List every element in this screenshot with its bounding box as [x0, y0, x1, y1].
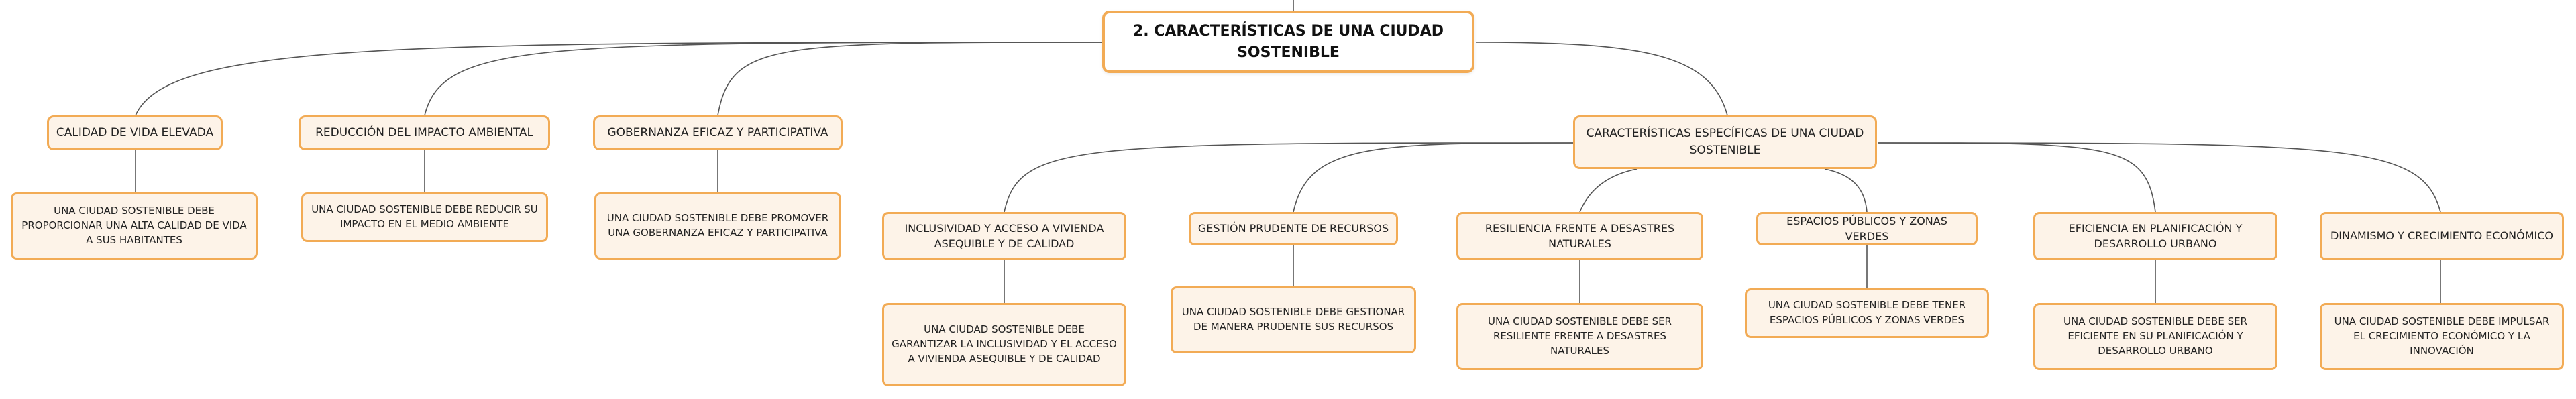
- detail-dinamismo[interactable]: UNA CIUDAD SOSTENIBLE DEBE IMPULSAR EL C…: [2320, 303, 2564, 370]
- detail-gestion-recursos[interactable]: UNA CIUDAD SOSTENIBLE DEBE GESTIONAR DE …: [1171, 286, 1416, 353]
- sub-resiliencia[interactable]: RESILIENCIA FRENTE A DESASTRES NATURALES: [1456, 212, 1703, 260]
- sub-gestion-recursos[interactable]: GESTIÓN PRUDENTE DE RECURSOS: [1189, 212, 1398, 245]
- branch-reduccion-impacto[interactable]: REDUCCIÓN DEL IMPACTO AMBIENTAL: [299, 115, 550, 150]
- root-title: 2. CARACTERÍSTICAS DE UNA CIUDAD SOSTENI…: [1132, 22, 1444, 61]
- detail-reduccion-impacto[interactable]: UNA CIUDAD SOSTENIBLE DEBE REDUCIR SU IM…: [301, 192, 548, 242]
- detail-text: UNA CIUDAD SOSTENIBLE DEBE IMPULSAR EL C…: [2334, 315, 2550, 357]
- sub-label: INCLUSIVIDAD Y ACCESO A VIVIENDA ASEQUIB…: [904, 221, 1104, 250]
- sub-espacios-publicos[interactable]: ESPACIOS PÚBLICOS Y ZONAS VERDES: [1756, 212, 1978, 245]
- detail-text: UNA CIUDAD SOSTENIBLE DEBE REDUCIR SU IM…: [311, 203, 538, 230]
- connector-sub-2: [1293, 142, 1580, 213]
- connector-root-branch-2: [424, 42, 1104, 116]
- sub-label: GESTIÓN PRUDENTE DE RECURSOS: [1197, 222, 1389, 235]
- root-node[interactable]: 2. CARACTERÍSTICAS DE UNA CIUDAD SOSTENI…: [1102, 11, 1474, 73]
- detail-calidad-de-vida[interactable]: UNA CIUDAD SOSTENIBLE DEBE PROPORCIONAR …: [11, 192, 258, 260]
- sub-dinamismo[interactable]: DINAMISMO Y CRECIMIENTO ECONÓMICO: [2320, 212, 2564, 260]
- detail-text: UNA CIUDAD SOSTENIBLE DEBE PROMOVER UNA …: [606, 212, 829, 239]
- detail-text: UNA CIUDAD SOSTENIBLE DEBE SER RESILIENT…: [1488, 315, 1672, 357]
- detail-gobernanza[interactable]: UNA CIUDAD SOSTENIBLE DEBE PROMOVER UNA …: [594, 192, 841, 260]
- connector-root-branch-3: [717, 42, 1104, 116]
- branch-label: CALIDAD DE VIDA ELEVADA: [56, 125, 214, 139]
- sub-label: DINAMISMO Y CRECIMIENTO ECONÓMICO: [2330, 229, 2554, 243]
- detail-text: UNA CIUDAD SOSTENIBLE DEBE GARANTIZAR LA…: [892, 323, 1117, 365]
- branch-caracteristicas-especificas[interactable]: CARACTERÍSTICAS ESPECÍFICAS DE UNA CIUDA…: [1573, 115, 1877, 169]
- sub-label: ESPACIOS PÚBLICOS Y ZONAS VERDES: [1786, 214, 1947, 243]
- branch-gobernanza[interactable]: GOBERNANZA EFICAZ Y PARTICIPATIVA: [593, 115, 843, 150]
- sub-label: EFICIENCIA EN PLANIFICACIÓN Y DESARROLLO…: [2068, 221, 2243, 250]
- branch-label: REDUCCIÓN DEL IMPACTO AMBIENTAL: [315, 125, 533, 139]
- branch-label: GOBERNANZA EFICAZ Y PARTICIPATIVA: [607, 125, 828, 139]
- connector-sub-6: [1878, 142, 2441, 213]
- detail-inclusividad[interactable]: UNA CIUDAD SOSTENIBLE DEBE GARANTIZAR LA…: [882, 303, 1126, 386]
- connector-sub-3: [1579, 168, 1638, 213]
- detail-eficiencia[interactable]: UNA CIUDAD SOSTENIBLE DEBE SER EFICIENTE…: [2033, 303, 2277, 370]
- connector-sub-5: [1878, 142, 2156, 213]
- sub-inclusividad[interactable]: INCLUSIVIDAD Y ACCESO A VIVIENDA ASEQUIB…: [882, 212, 1126, 260]
- detail-text: UNA CIUDAD SOSTENIBLE DEBE GESTIONAR DE …: [1181, 306, 1405, 333]
- sub-label: RESILIENCIA FRENTE A DESASTRES NATURALES: [1485, 221, 1675, 250]
- sub-eficiencia[interactable]: EFICIENCIA EN PLANIFICACIÓN Y DESARROLLO…: [2033, 212, 2277, 260]
- detail-text: UNA CIUDAD SOSTENIBLE DEBE SER EFICIENTE…: [2063, 315, 2247, 357]
- detail-text: UNA CIUDAD SOSTENIBLE DEBE PROPORCIONAR …: [21, 205, 247, 246]
- branch-calidad-de-vida[interactable]: CALIDAD DE VIDA ELEVADA: [47, 115, 223, 150]
- detail-espacios-publicos[interactable]: UNA CIUDAD SOSTENIBLE DEBE TENER ESPACIO…: [1745, 288, 1989, 338]
- branch-label: CARACTERÍSTICAS ESPECÍFICAS DE UNA CIUDA…: [1586, 127, 1864, 157]
- connector-root-branch-1: [135, 42, 1104, 116]
- detail-resiliencia[interactable]: UNA CIUDAD SOSTENIBLE DEBE SER RESILIENT…: [1456, 303, 1703, 370]
- detail-text: UNA CIUDAD SOSTENIBLE DEBE TENER ESPACIO…: [1768, 299, 1966, 326]
- connector-root-branch-4: [1475, 42, 1728, 116]
- connector-sub-1: [1004, 142, 1580, 213]
- connector-sub-4: [1824, 168, 1868, 213]
